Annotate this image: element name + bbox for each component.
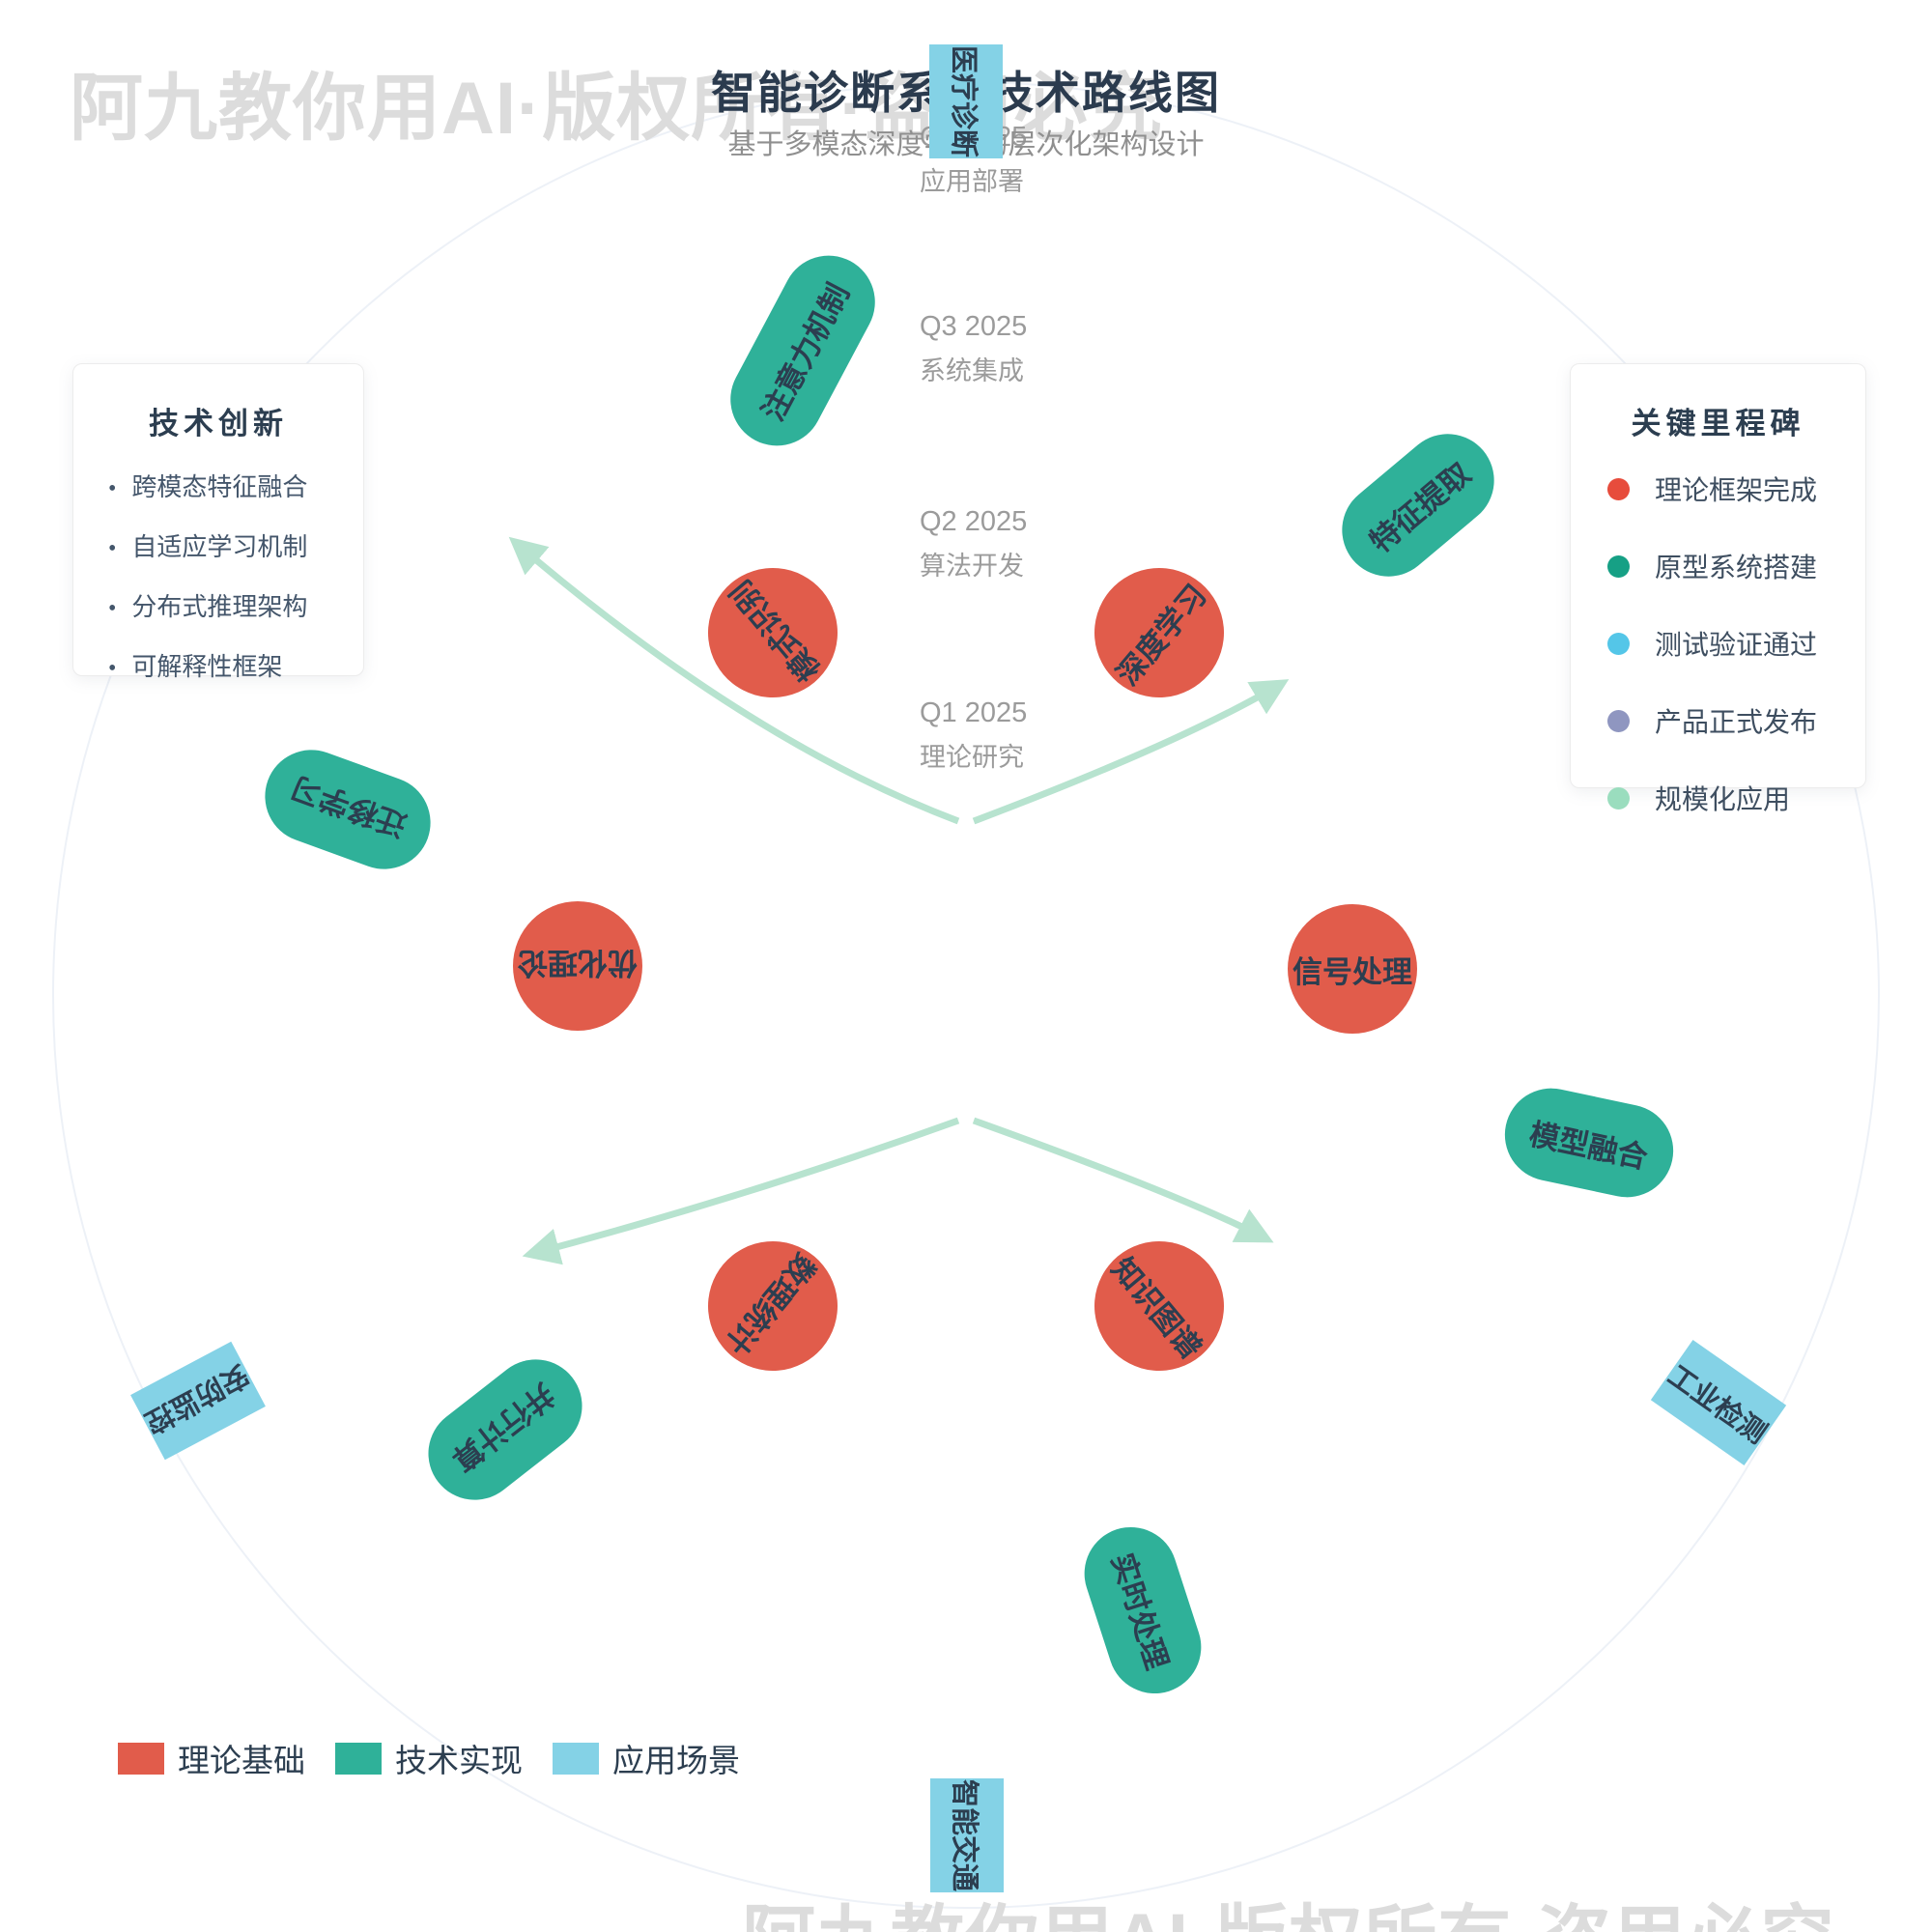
milestone-dot-icon xyxy=(1607,477,1630,500)
milestone-item: 规模化应用 xyxy=(1607,779,1865,817)
legend-swatch-icon xyxy=(335,1742,382,1775)
theory-node: 优化理论 xyxy=(513,901,642,1031)
bullet-icon: • xyxy=(108,536,117,561)
arrow-down-right xyxy=(972,1117,1274,1243)
theory-node-label: 知识图谱 xyxy=(1105,1251,1208,1365)
innovation-item: • 自适应学习机制 xyxy=(108,527,363,563)
application-node: 智能交通 xyxy=(930,1778,1004,1892)
innovation-item: • 分布式推理架构 xyxy=(108,587,363,623)
theory-node-label: 深度学习 xyxy=(1110,578,1213,692)
tech-node-label: 实时处理 xyxy=(1105,1548,1175,1674)
innovation-panel-title: 技术创新 xyxy=(149,407,288,440)
bullet-icon: • xyxy=(108,476,117,501)
legend-item: 理论基础 xyxy=(118,1735,305,1781)
milestone-label: 测试验证通过 xyxy=(1655,631,1818,661)
theory-node-label: 优化理论 xyxy=(518,946,638,980)
timeline-stage: 算法开发 xyxy=(920,552,1024,581)
innovation-item-label: 可解释性框架 xyxy=(131,653,283,681)
legend-item: 应用场景 xyxy=(553,1735,740,1781)
timeline-item: Q3 2025 系统集成 xyxy=(920,311,1027,387)
legend-swatch-icon xyxy=(553,1742,599,1775)
watermark-bottom: 阿九教你用AI·版权所有·盗用必究 xyxy=(742,1880,1835,1932)
milestone-item: 原型系统搭建 xyxy=(1607,547,1865,585)
arrow-up-right xyxy=(972,679,1290,825)
center-node-line1: 多模态智能 xyxy=(866,915,1065,957)
milestone-item: 理论框架完成 xyxy=(1607,469,1865,508)
legend-label: 应用场景 xyxy=(612,1745,740,1779)
innovation-item-label: 分布式推理架构 xyxy=(131,593,308,621)
theory-node: 信号处理 xyxy=(1288,904,1417,1034)
theory-node-label: 模式识别 xyxy=(724,574,827,688)
timeline-item: Q1 2025 理论研究 xyxy=(920,697,1027,774)
milestone-dot-icon xyxy=(1607,709,1630,732)
milestone-dot-icon xyxy=(1607,632,1630,655)
innovation-item-label: 跨模态特征融合 xyxy=(131,473,308,501)
tech-node-label: 模型融合 xyxy=(1526,1116,1651,1175)
theory-node-label: 信号处理 xyxy=(1293,954,1412,989)
legend-label: 理论基础 xyxy=(178,1745,305,1779)
application-node-label: 智能交通 xyxy=(949,1778,980,1891)
timeline-quarter: Q3 2025 xyxy=(920,311,1028,342)
milestone-label: 规模化应用 xyxy=(1655,785,1791,815)
legend-swatch-icon xyxy=(118,1742,164,1775)
milestone-dot-icon xyxy=(1607,786,1630,810)
timeline-stage: 系统集成 xyxy=(920,356,1024,385)
arrow-down-left xyxy=(522,1117,960,1265)
bullet-icon: • xyxy=(108,656,117,681)
milestone-item: 测试验证通过 xyxy=(1607,624,1865,663)
application-node: 医疗诊断 xyxy=(929,44,1003,158)
innovation-item: • 可解释性框架 xyxy=(108,647,363,683)
innovation-item-label: 自适应学习机制 xyxy=(131,533,308,561)
bullet-icon: • xyxy=(108,596,117,621)
center-node: 多模态智能 诊断系统 xyxy=(812,812,1118,1118)
timeline-quarter: Q1 2025 xyxy=(920,697,1028,728)
timeline-item: Q2 2025 算法开发 xyxy=(920,506,1027,582)
center-node-line2: 诊断系统 xyxy=(885,972,1044,1013)
milestones-list: 理论框架完成原型系统搭建测试验证通过产品正式发布规模化应用 xyxy=(1571,469,1865,817)
milestone-label: 原型系统搭建 xyxy=(1655,554,1818,583)
timeline-stage: 理论研究 xyxy=(920,743,1024,772)
arrow-up-left xyxy=(508,536,960,825)
legend-label: 技术实现 xyxy=(395,1745,523,1779)
legend-item: 技术实现 xyxy=(335,1735,523,1781)
milestone-item: 产品正式发布 xyxy=(1607,701,1865,740)
milestone-label: 理论框架完成 xyxy=(1655,476,1818,506)
theory-node-label: 数理统计 xyxy=(719,1247,822,1361)
tech-node-label: 迁移学习 xyxy=(286,770,412,843)
innovation-panel: 技术创新 • 跨模态特征融合 • 自适应学习机制 • 分布式推理架构 • 可解释性框架 xyxy=(72,363,364,681)
milestones-panel: 关键里程碑 理论框架完成原型系统搭建测试验证通过产品正式发布规模化应用 xyxy=(1570,363,1866,815)
timeline-stage: 应用部署 xyxy=(920,167,1024,196)
innovation-item: • 跨模态特征融合 xyxy=(108,468,363,503)
milestone-dot-icon xyxy=(1607,554,1630,578)
milestone-label: 产品正式发布 xyxy=(1655,708,1818,738)
milestones-panel-title: 关键里程碑 xyxy=(1631,407,1805,440)
application-node-label: 医疗诊断 xyxy=(948,44,979,157)
timeline-quarter: Q2 2025 xyxy=(920,506,1028,537)
innovation-list: • 跨模态特征融合 • 自适应学习机制 • 分布式推理架构 • 可解释性框架 xyxy=(73,468,363,683)
